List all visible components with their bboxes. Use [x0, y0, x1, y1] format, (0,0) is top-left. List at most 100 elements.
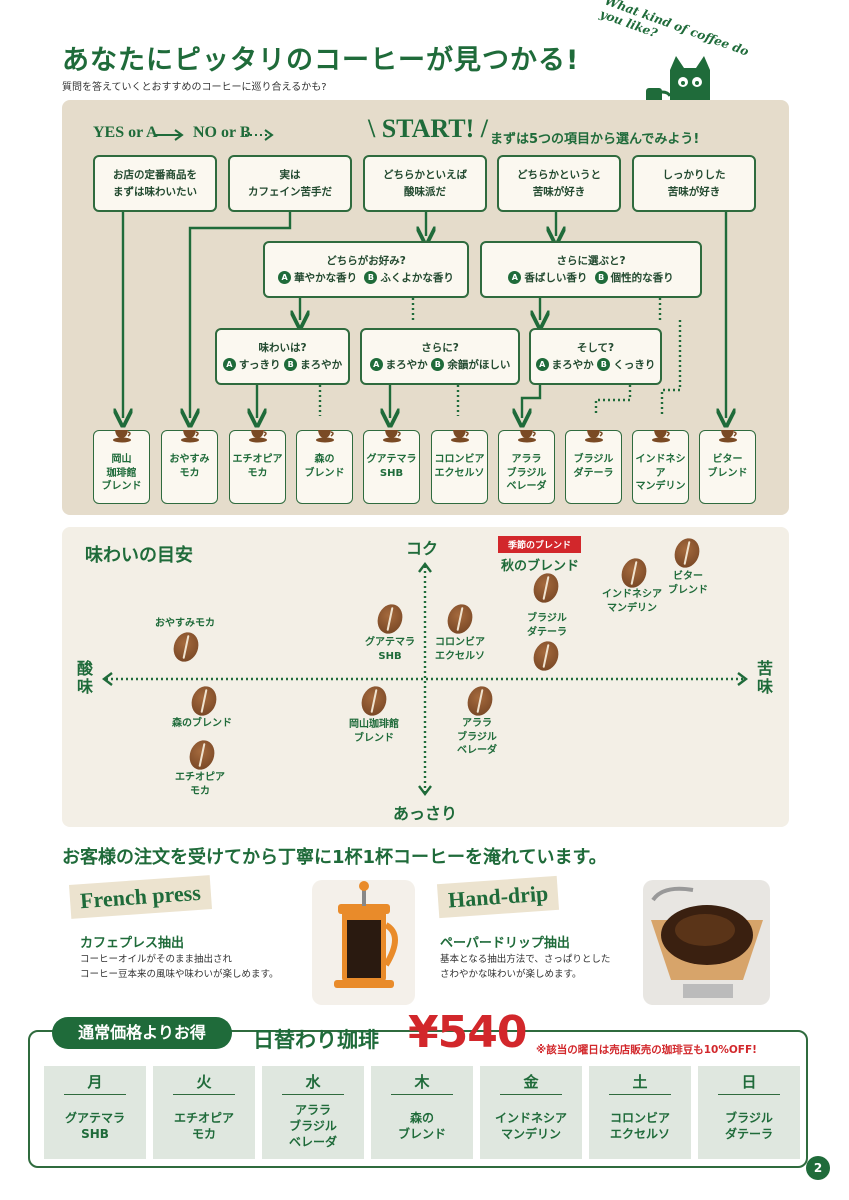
brewing-intro: お客様の注文を受けてから丁寧に1杯1杯コーヒーを淹れています。 [62, 847, 607, 868]
day-name: 火 [173, 1066, 235, 1095]
french-press-desc-2: コーヒー豆本来の風味や味わいが楽しめます。 [80, 969, 279, 980]
result-card-line: ブラジル [506, 467, 547, 479]
question-box-3[interactable]: どちらかといえば酸味派だ [363, 155, 487, 212]
page-number: 2 [806, 1156, 830, 1180]
result-card-line: エクセルソ [434, 467, 485, 479]
price-note: ※該当の曜日は売店販売の珈琲豆も10%OFF! [536, 1044, 757, 1056]
coffee-cup-icon [181, 430, 199, 443]
season-tag: 季節のブレンド [498, 536, 582, 553]
question-box-4[interactable]: どちらかというと苦味が好き [497, 155, 621, 212]
bean-label: エチオピア モカ [175, 772, 225, 797]
season-blend-name: 秋のブレンド [501, 559, 580, 574]
result-card[interactable]: コロンビアエクセルソ [431, 430, 488, 504]
day-name: 金 [500, 1066, 562, 1095]
bean-label: 岡山珈琲館 ブレンド [349, 719, 399, 744]
day-6: 土コロンビア エクセルソ [589, 1066, 691, 1159]
axis-top-label: コク [406, 539, 439, 558]
day-4: 木森の ブレンド [371, 1066, 473, 1159]
day-coffee: エチオピア モカ [173, 1110, 234, 1141]
result-card-line: グアテマラ [366, 454, 417, 465]
start-note: まずは5つの項目から選んでみよう! [490, 132, 700, 147]
result-card[interactable]: 森のブレンド [296, 430, 353, 504]
coffee-cup-icon [652, 430, 670, 443]
day-coffee: インドネシア マンデリン [494, 1110, 567, 1141]
result-card[interactable]: エチオピアモカ [229, 430, 286, 504]
result-card-line: 岡山 [111, 454, 132, 465]
result-card[interactable]: アララブラジルベレーダ [498, 430, 555, 504]
coffee-cup-icon [113, 430, 131, 443]
discount-tag: 通常価格よりお得 [52, 1017, 232, 1049]
day-1: 月グアテマラ SHB [44, 1066, 146, 1159]
result-card-line: ダテーラ [573, 467, 614, 479]
result-card-line: 森の [314, 454, 335, 465]
bean-label: ブラジル ダテーラ [527, 613, 567, 638]
result-card[interactable]: 岡山珈琲館ブレンド [93, 430, 150, 504]
bean-label: コロンビア エクセルソ [435, 637, 485, 662]
day-name: 水 [282, 1066, 344, 1095]
coffee-cup-icon [518, 430, 536, 443]
result-card[interactable]: ビターブレンド [699, 430, 756, 504]
question-box-1[interactable]: お店の定番商品をまずは味わいたい [93, 155, 217, 212]
coffee-cup-icon [316, 430, 334, 443]
dotted-arrow-icon [245, 129, 274, 141]
french-press-title: カフェプレス抽出 [80, 936, 185, 951]
day-name: 月 [64, 1066, 126, 1095]
day-name: 土 [609, 1066, 671, 1095]
result-card-line: ベレーダ [506, 481, 547, 492]
bean-label: ビター ブレンド [668, 571, 708, 596]
coffee-cup-icon [249, 430, 267, 443]
taste-axes [102, 562, 748, 796]
day-7: 日ブラジル ダテーラ [698, 1066, 800, 1159]
question-box-2[interactable]: 実はカフェイン苦手だ [228, 155, 352, 212]
day-coffee: 森の ブレンド [397, 1110, 446, 1141]
bean-label: インドネシア マンデリン [602, 589, 662, 614]
hand-drip-photo [643, 880, 770, 1005]
bean-label: おやすみモカ [155, 618, 215, 629]
day-coffee: グアテマラ SHB [64, 1110, 125, 1141]
coffee-cup-icon [451, 430, 469, 443]
result-card-line: コロンビア [434, 454, 485, 465]
legend-yes: YES or A [93, 124, 158, 141]
french-press-photo [312, 880, 415, 1005]
legend-no: NO or B [193, 124, 251, 141]
french-press-script: French press [68, 875, 212, 919]
french-press-desc-1: コーヒーオイルがそのまま抽出され [80, 954, 233, 965]
result-card[interactable]: インドネシアマンデリン [632, 430, 689, 504]
result-card-line: エチオピア [232, 454, 283, 465]
day-name: 日 [718, 1066, 780, 1095]
result-card-line: ブラジル [573, 454, 614, 465]
coffee-cup-icon [585, 430, 603, 443]
result-card-line: モカ [179, 467, 200, 479]
result-card-line: ビター [712, 454, 743, 465]
daily-coffee-label: 日替わり珈琲 [253, 1028, 379, 1052]
taste-map-title: 味わいの目安 [85, 545, 193, 566]
axis-bottom-label: あっさり [393, 804, 458, 823]
day-coffee: コロンビア エクセルソ [609, 1110, 670, 1141]
coffee-cup-icon [383, 430, 401, 443]
result-card[interactable]: ブラジルダテーラ [565, 430, 622, 504]
hand-drip-title: ペーパードリップ抽出 [440, 936, 570, 951]
solid-arrow-icon [155, 129, 184, 141]
axis-right-label: 苦味 [757, 659, 774, 696]
result-card-line: インドネシア [635, 454, 686, 479]
hand-drip-script: Hand-drip [436, 875, 560, 919]
bean-label: アララ ブラジル ベレーダ [457, 718, 497, 756]
hand-drip-desc-2: さわやかな味わいが楽しめます。 [440, 969, 582, 980]
day-5: 金インドネシア マンデリン [480, 1066, 582, 1159]
question-box-5[interactable]: しっかりした苦味が好き [632, 155, 756, 212]
result-card[interactable]: おやすみモカ [161, 430, 218, 504]
hand-drip-desc-1: 基本となる抽出方法で、さっぱりとした [440, 954, 611, 965]
bean-label: 森のブレンド [172, 718, 232, 729]
result-card-line: 珈琲館 [106, 467, 137, 479]
day-coffee: ブラジル ダテーラ [724, 1110, 773, 1141]
coffee-cup-icon [719, 430, 737, 443]
page-subtitle: 質問を答えていくとおすすめのコーヒーに巡り合えるかも? [62, 82, 327, 93]
daily-coffee-price: ¥540 [408, 1007, 527, 1058]
day-2: 火エチオピア モカ [153, 1066, 255, 1159]
